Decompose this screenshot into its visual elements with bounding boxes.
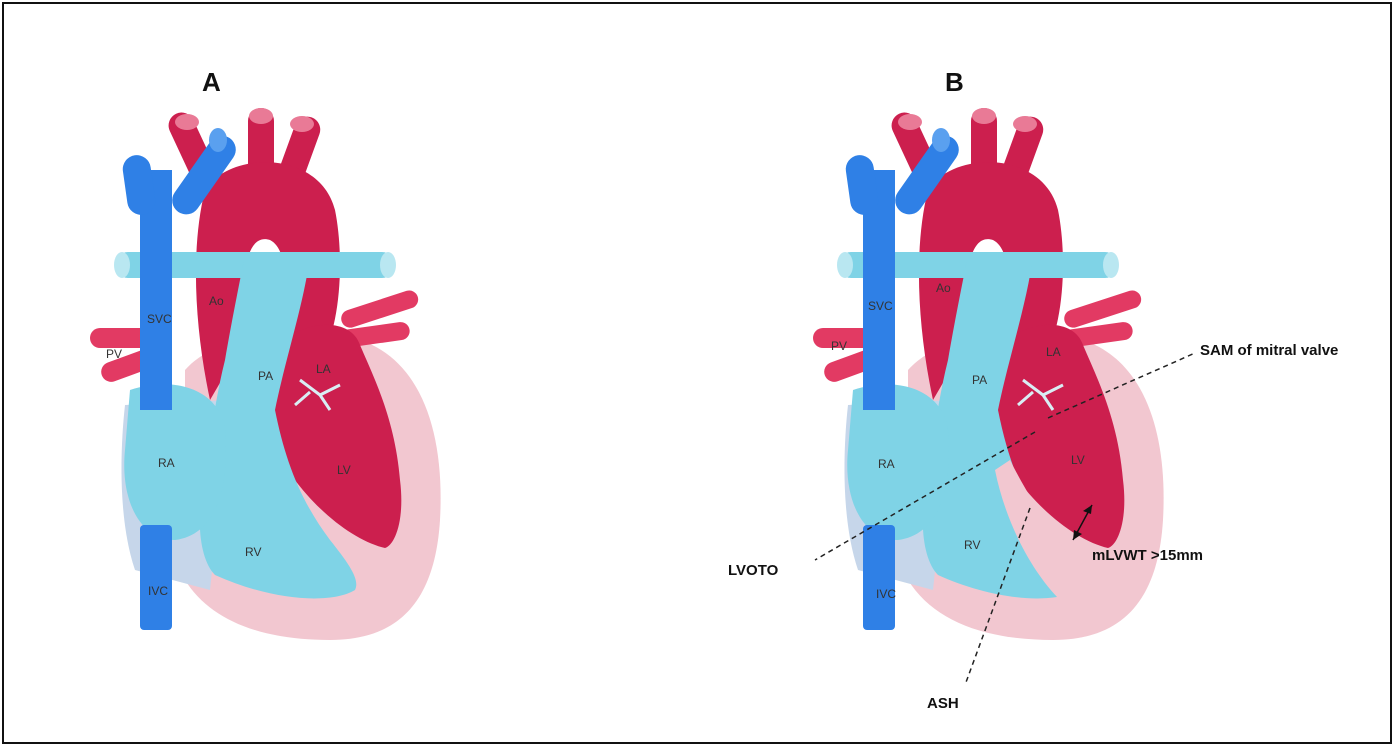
label-pv: PV — [106, 347, 122, 361]
label-ivc: IVC — [148, 584, 168, 598]
label-rv: RV — [964, 538, 980, 552]
label-pv: PV — [831, 339, 847, 353]
callout-lvoto: LVOTO — [728, 562, 779, 579]
panel-label-b: B — [945, 67, 964, 97]
label-ao: Ao — [936, 281, 951, 295]
label-la: LA — [316, 362, 331, 376]
panel-a: A SVC PV Ao PA LA RA LV RV IVC — [90, 67, 441, 640]
label-la: LA — [1046, 345, 1061, 359]
panel-label-a: A — [202, 67, 221, 97]
label-lv: LV — [1071, 453, 1085, 467]
label-rv: RV — [245, 545, 261, 559]
callout-ash: ASH — [927, 695, 959, 712]
label-ra: RA — [158, 456, 175, 470]
label-pa: PA — [972, 373, 987, 387]
panel-b: B SVC PV Ao PA LA RA LV RV IVC SAM of mi… — [728, 67, 1338, 712]
callout-mlvwt: mLVWT >15mm — [1092, 547, 1203, 564]
label-svc: SVC — [868, 299, 893, 313]
label-ra: RA — [878, 457, 895, 471]
label-lv: LV — [337, 463, 351, 477]
label-pa: PA — [258, 369, 273, 383]
callout-sam: SAM of mitral valve — [1200, 342, 1338, 359]
label-ao: Ao — [209, 294, 224, 308]
label-ivc: IVC — [876, 587, 896, 601]
label-svc: SVC — [147, 312, 172, 326]
